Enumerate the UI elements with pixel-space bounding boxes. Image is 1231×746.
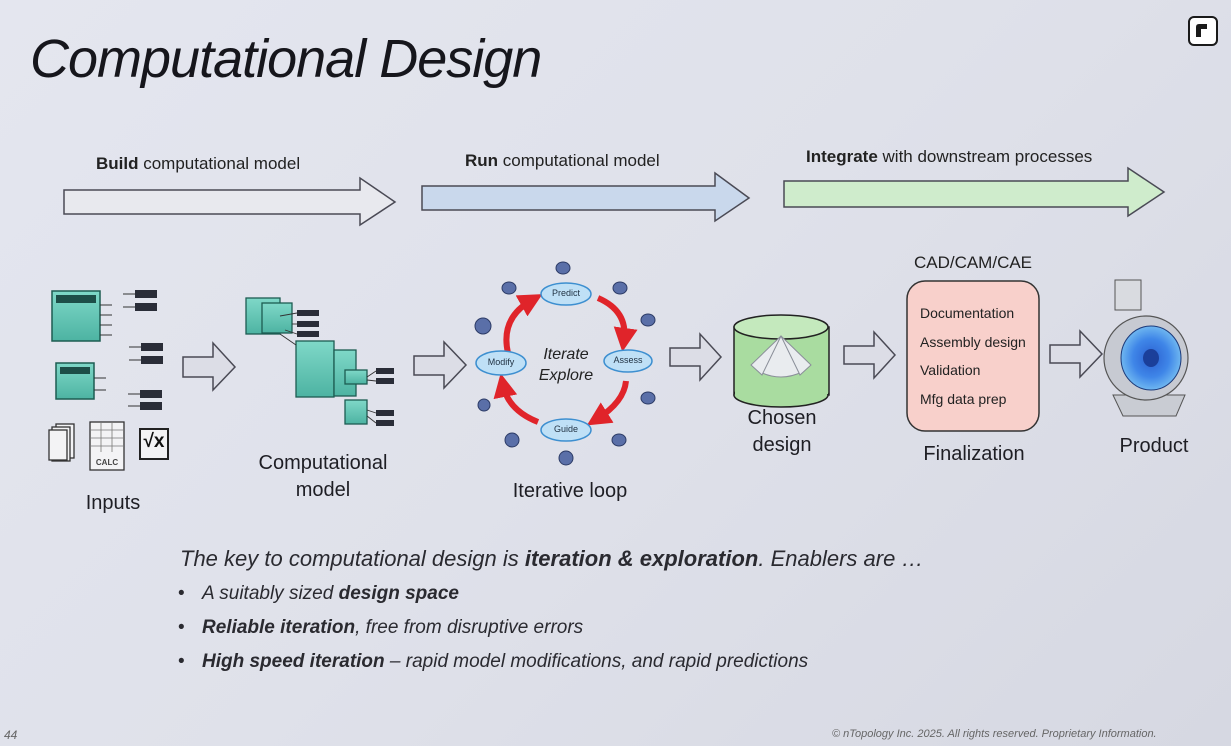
- finalization-list: Documentation Assembly design Validation…: [920, 299, 1026, 413]
- loop-node-guide-label: Guide: [553, 424, 579, 434]
- phase-build-arrow: [63, 176, 397, 227]
- stage-label-iterative-loop: Iterative loop: [512, 480, 628, 502]
- calc-label: CALC: [95, 458, 119, 467]
- finalization-item: Mfg data prep: [920, 390, 1007, 407]
- summary-intro: The key to computational design is itera…: [180, 546, 924, 571]
- copyright-notice: © nTopology Inc. 2025. All rights reserv…: [832, 728, 1157, 740]
- product-pump-icon: [1103, 279, 1189, 417]
- stage-label-inputs: Inputs: [85, 492, 141, 514]
- impeller-icon: [750, 335, 812, 378]
- phase-run-arrow: [421, 171, 751, 223]
- stage-arrow-5: [1049, 329, 1104, 379]
- formula-label: √x: [143, 431, 165, 452]
- finalization-item: Documentation: [920, 305, 1015, 321]
- phase-integrate-label: Integrate with downstream processes: [806, 147, 1093, 166]
- enablers-list: •A suitably sized design space •Reliable…: [178, 583, 808, 685]
- loop-node-assess-label: Assess: [613, 355, 643, 365]
- document-stack-icon: [48, 423, 75, 462]
- stage-arrow-4: [843, 330, 897, 380]
- calc-spreadsheet-icon: [89, 421, 125, 471]
- ntopology-logo-icon: [1188, 16, 1218, 46]
- enabler-bullet: •High speed iteration – rapid model modi…: [178, 651, 809, 672]
- finalization-box: [906, 280, 1040, 432]
- phase-run-label: Run computational model: [465, 151, 660, 170]
- finalization-item: Assembly design: [920, 333, 1026, 350]
- stage-arrow-1: [182, 341, 237, 392]
- enabler-bullet: •A suitably sized design space: [178, 583, 459, 604]
- loop-sample-designs: [474, 261, 656, 466]
- stage-arrow-3: [669, 332, 723, 382]
- phase-build-label: Build computational model: [96, 154, 301, 173]
- loop-node-modify-label: Modify: [487, 357, 515, 367]
- loop-node-guide: [540, 418, 592, 442]
- loop-node-assess: [603, 349, 653, 373]
- loop-node-modify: [475, 350, 527, 376]
- chosen-design-cylinder: [733, 314, 830, 408]
- finalization-header: CAD/CAM/CAE: [913, 253, 1033, 272]
- computational-model-icon: [245, 297, 394, 426]
- stage-label-computational-model: Computational model: [258, 452, 388, 501]
- finalization-item: Validation: [920, 362, 981, 378]
- loop-center-label: Iterate Explore: [538, 346, 594, 384]
- slide-title: Computational Design: [30, 29, 542, 89]
- loop-node-predict: [540, 282, 592, 306]
- stage-label-product: Product: [1119, 435, 1189, 457]
- enabler-bullet: •Reliable iteration, free from disruptiv…: [178, 617, 584, 638]
- stage-label-finalization: Finalization: [923, 443, 1025, 465]
- page-number: 44: [4, 728, 18, 742]
- stage-label-chosen-design: Chosen design: [747, 407, 817, 456]
- stage-arrow-2: [413, 340, 468, 390]
- formula-icon: [139, 428, 169, 460]
- inputs-node-graph-icon: [51, 290, 163, 410]
- phase-integrate-arrow: [783, 166, 1166, 218]
- loop-node-predict-label: Predict: [551, 288, 580, 298]
